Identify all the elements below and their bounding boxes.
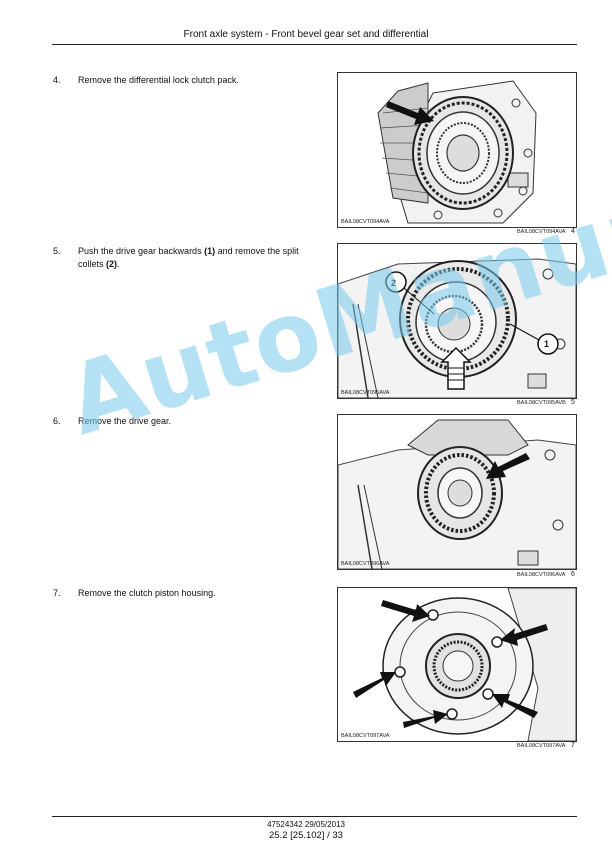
figure-caption: BAIL08CVT096AVA (517, 572, 566, 578)
footer-doc-ref: 47524342 29/05/2013 (267, 820, 345, 829)
figure-caption: BAIL08CVT095AVB (517, 400, 566, 406)
step-text-part: . (117, 258, 120, 269)
step-text-part: Push the drive gear backwards (78, 246, 205, 256)
figure-code: BAIL08CVT094AVA (341, 219, 390, 225)
step-text-ref: (2) (106, 258, 118, 269)
step-text: Remove the differential lock clutch pack… (78, 75, 239, 85)
figure-code: BAIL08CVT096AVA (341, 561, 390, 567)
figure-5: 2 1 BAIL08CVT095AVA (337, 243, 577, 399)
step-text-ref: (1) (204, 246, 216, 256)
step-number: 5. (53, 246, 61, 256)
page-header-title: Front axle system - Front bevel gear set… (183, 29, 429, 40)
figure-caption: BAIL08CVT094AVA (517, 229, 566, 235)
figure-code: BAIL08CVT097AVA (341, 733, 390, 739)
figure-number: 7 (571, 742, 575, 749)
step-text-part: and remove the split collets (78, 246, 299, 269)
step-number: 6. (53, 416, 61, 426)
step-text: Remove the drive gear. (78, 416, 172, 426)
drive-gear-illustration (338, 415, 576, 569)
step-number: 7. (53, 588, 61, 598)
footer-rule (52, 816, 577, 817)
figure-6: BAIL08CVT096AVA (337, 414, 577, 570)
footer-page-ref: 25.2 [25.102] / 33 (269, 830, 343, 841)
callout-2-label: 2 (391, 278, 397, 288)
clutch-piston-housing-illustration (338, 588, 576, 741)
figure-caption: BAIL08CVT097AVA (517, 743, 566, 749)
figure-7: BAIL08CVT097AVA (337, 587, 577, 742)
figure-number: 6 (571, 571, 575, 578)
drive-gear-split-collets-illustration (338, 244, 576, 398)
callout-1-label: 1 (544, 339, 550, 349)
step-text: Push the drive gear backwards (1) and re… (78, 245, 316, 270)
figure-4: BAIL08CVT094AVA (337, 72, 577, 228)
differential-lock-clutch-pack-illustration (338, 73, 576, 227)
figure-code: BAIL08CVT095AVA (341, 390, 390, 396)
step-text: Remove the clutch piston housing. (78, 588, 216, 598)
figure-number: 4 (571, 228, 575, 235)
step-number: 4. (53, 75, 61, 85)
header-rule (52, 44, 577, 45)
figure-number: 5 (571, 399, 575, 406)
